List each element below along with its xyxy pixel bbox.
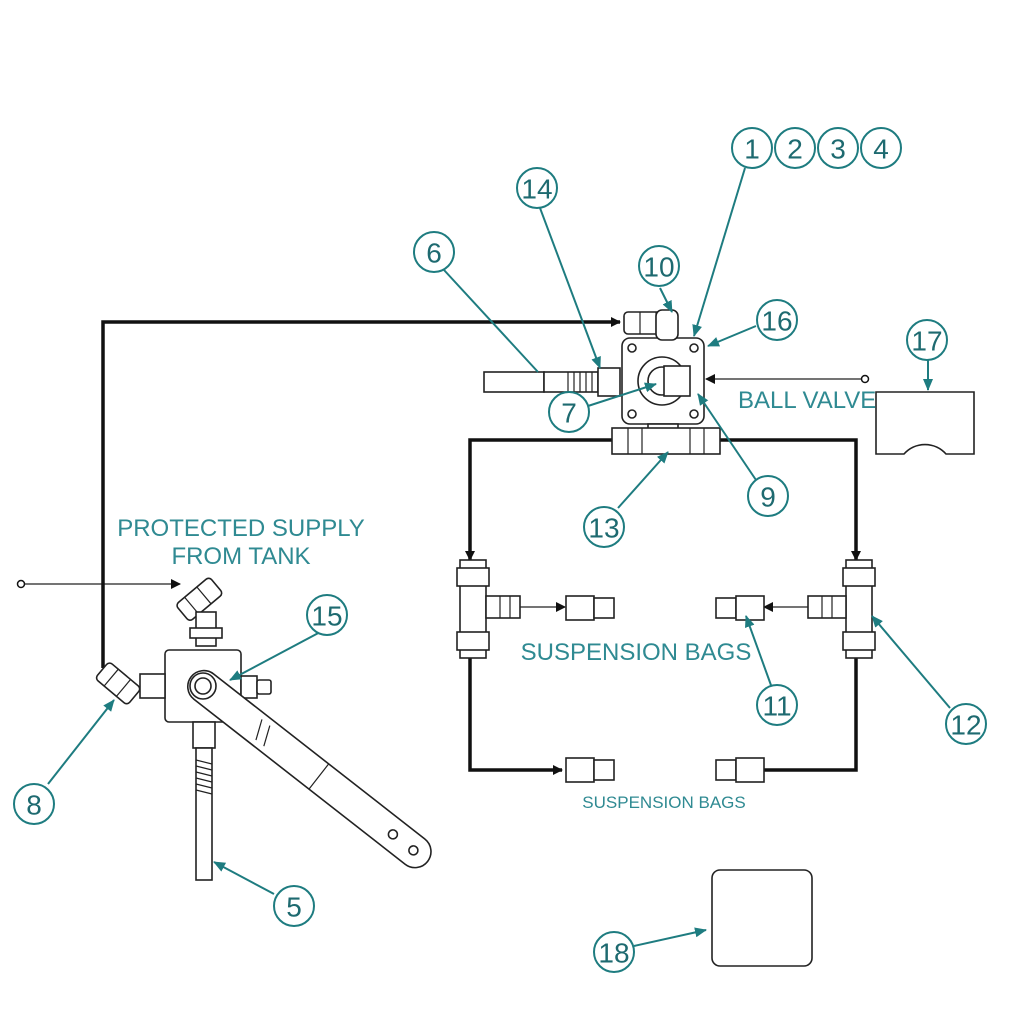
svg-text:14: 14 — [521, 174, 552, 205]
svg-text:13: 13 — [588, 513, 619, 544]
balloon-10: 10 — [638, 245, 680, 287]
balloon-7: 7 — [548, 391, 590, 433]
callout-leaders — [47, 167, 951, 947]
balloon-15: 15 — [306, 594, 348, 636]
left-elbow-fitting — [95, 662, 141, 705]
lever-arm — [186, 669, 432, 869]
ball-valve-rod — [483, 371, 545, 393]
svg-text:18: 18 — [598, 938, 629, 969]
bag-fitting-upper-left — [565, 595, 615, 621]
line-to-ball-valve — [101, 317, 621, 668]
bag-fitting-lower-left — [565, 757, 615, 783]
note-suspension-bags-upper: SUSPENSION BAGS — [521, 639, 752, 666]
balloon-9: 9 — [747, 475, 789, 517]
note-protected-supply-1: PROTECTED SUPPLY — [117, 515, 365, 542]
ball-valve-origin-point — [860, 374, 870, 384]
bag-fitting-upper-right — [715, 595, 765, 621]
balloon-11: 11 — [756, 684, 798, 726]
distribution-tee — [611, 427, 721, 455]
svg-text:6: 6 — [426, 238, 442, 269]
ball-valve — [483, 309, 721, 455]
line-right-branch — [720, 438, 861, 561]
balloon-2: 2 — [774, 127, 816, 169]
balloon-12: 12 — [945, 703, 987, 745]
left-tee — [456, 559, 521, 659]
rod-threads — [195, 759, 213, 795]
balloon-14: 14 — [516, 167, 558, 209]
right-tee — [807, 559, 876, 659]
balloon-16: 16 — [756, 299, 798, 341]
svg-text:12: 12 — [950, 710, 981, 741]
line-left-branch — [465, 438, 612, 561]
part-18-plate — [711, 869, 813, 967]
line-left-lower — [468, 655, 563, 775]
svg-text:7: 7 — [561, 398, 577, 429]
svg-text:15: 15 — [311, 601, 342, 632]
bag-fitting-lower-right — [715, 757, 765, 783]
leveling-valve — [95, 577, 432, 881]
svg-text:16: 16 — [761, 306, 792, 337]
balloon-18: 18 — [593, 931, 635, 973]
note-ball-valve: BALL VALVE — [738, 387, 876, 414]
svg-text:11: 11 — [762, 691, 791, 722]
balloon-3: 3 — [817, 127, 859, 169]
svg-text:17: 17 — [911, 326, 942, 357]
balloon-8: 8 — [13, 783, 55, 825]
note-protected-supply-2: FROM TANK — [171, 543, 310, 570]
bracket-part-17 — [875, 391, 975, 455]
svg-text:3: 3 — [830, 134, 846, 165]
line-right-lower — [719, 655, 858, 775]
ball-valve-rod-threads — [567, 372, 593, 392]
svg-text:1: 1 — [744, 134, 760, 165]
air-lines — [16, 317, 870, 775]
svg-text:9: 9 — [760, 482, 776, 513]
balloon-5: 5 — [273, 885, 315, 927]
svg-text:5: 5 — [286, 892, 302, 923]
svg-text:10: 10 — [643, 252, 674, 283]
balloon-4: 4 — [860, 127, 902, 169]
supply-origin-point — [16, 579, 26, 589]
balloon-17: 17 — [906, 319, 948, 361]
svg-text:2: 2 — [787, 134, 803, 165]
balloon-1: 1 — [731, 127, 773, 169]
balloon-13: 13 — [583, 506, 625, 548]
note-suspension-bags-lower: SUSPENSION BAGS — [582, 793, 745, 812]
svg-text:8: 8 — [26, 790, 42, 821]
svg-text:4: 4 — [873, 134, 889, 165]
balloon-6: 6 — [413, 231, 455, 273]
